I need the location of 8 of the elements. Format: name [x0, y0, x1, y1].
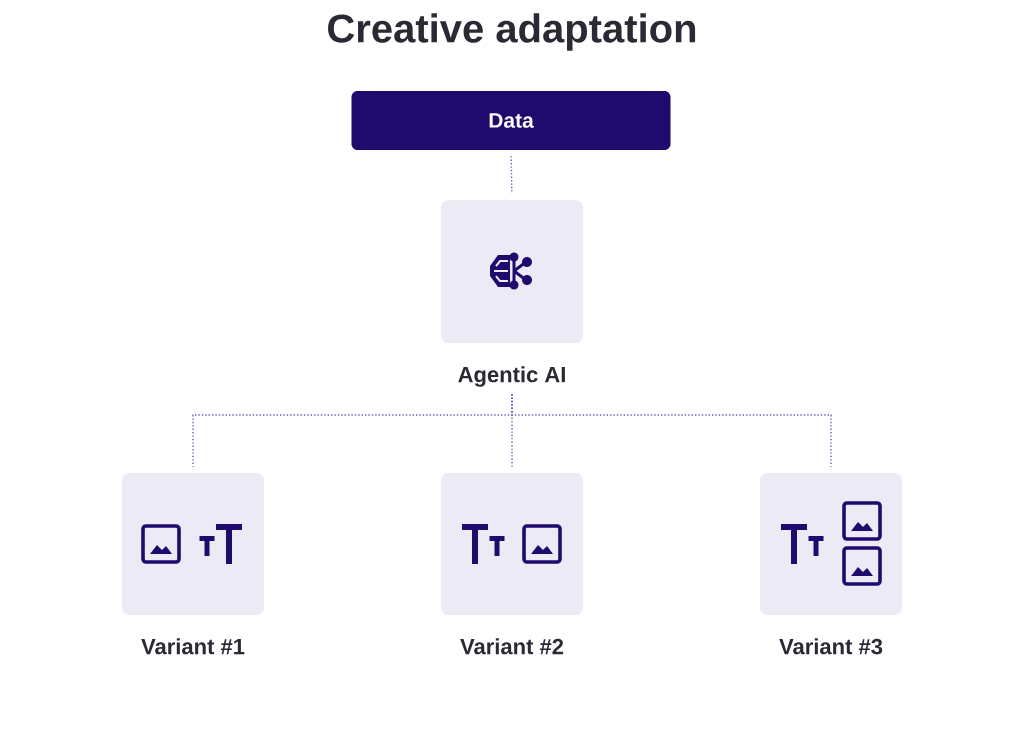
tile-label: Variant #1: [141, 638, 245, 655]
tile-label: Variant #3: [779, 638, 883, 655]
tile-label: Variant #2: [460, 638, 564, 655]
title: Creative adaptation: [328, 13, 696, 51]
connector-line: [510, 155, 513, 195]
connector-line: [511, 393, 832, 468]
data-box: Data: [351, 91, 671, 150]
tile-label: Agentic AI: [458, 366, 565, 387]
